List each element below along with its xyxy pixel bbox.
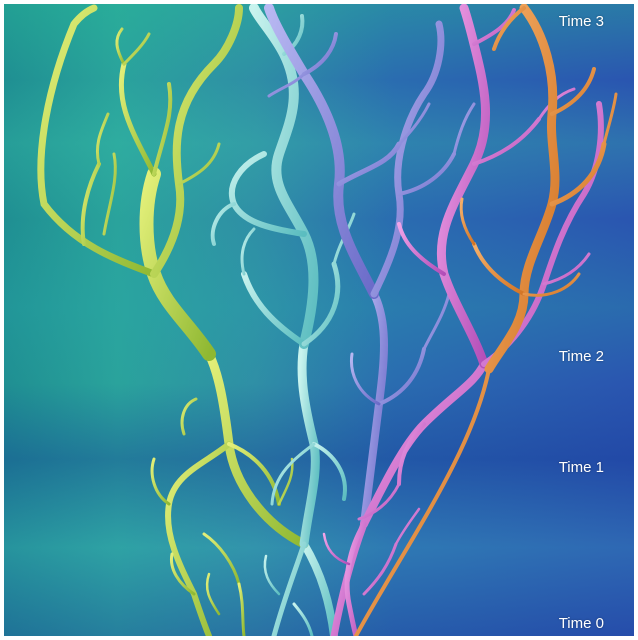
branching-tree <box>4 4 634 636</box>
yellow-green-lineage <box>41 8 304 636</box>
time-1-label: Time 1 <box>559 459 604 476</box>
cyan-lineage <box>213 8 354 636</box>
phylogeny-illustration: Time 3 Time 2 Time 1 Time 0 <box>4 4 634 636</box>
time-2-label: Time 2 <box>559 348 604 365</box>
time-3-label: Time 3 <box>559 13 604 30</box>
time-0-label: Time 0 <box>559 615 604 632</box>
magenta-lineage <box>324 8 601 636</box>
